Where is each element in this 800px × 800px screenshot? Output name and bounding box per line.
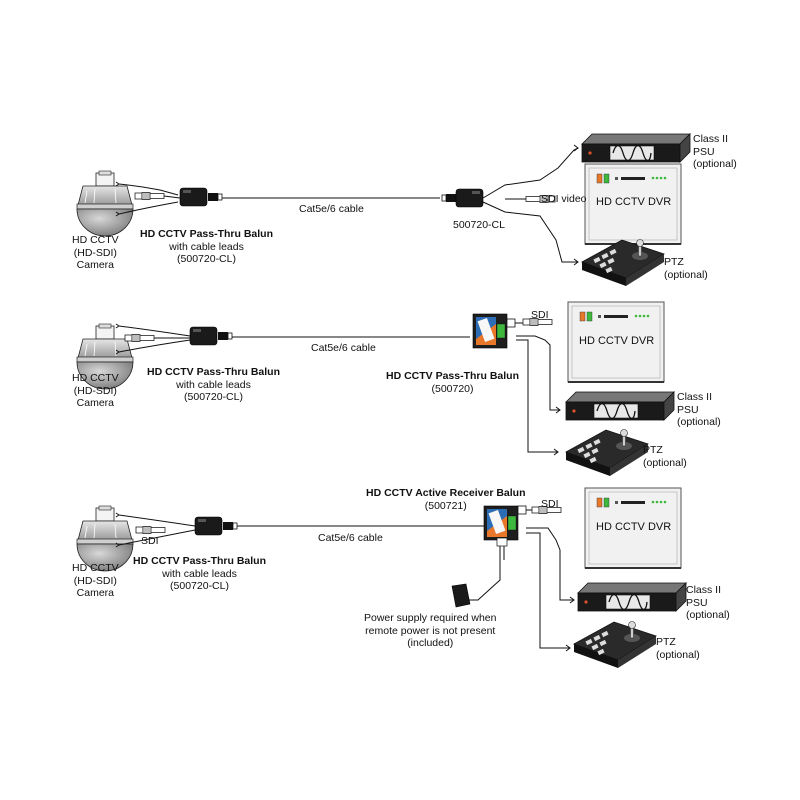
- psu-label-line: PSU: [686, 596, 708, 609]
- psu-icon: [577, 582, 687, 612]
- balun-label-line: HD CCTV Pass-Thru Balun: [147, 366, 281, 378]
- camera-label-line: (HD-SDI): [73, 574, 117, 587]
- ptz-label-line: (optional): [664, 268, 708, 281]
- balun-label: HD CCTV Pass-Thru Balun with cable leads…: [147, 366, 280, 404]
- camera-label-line: Camera: [76, 397, 115, 409]
- power-supply-icon: [451, 537, 508, 608]
- cable-label: Cat5e/6 cable: [311, 342, 376, 354]
- passthru-balun-icon: [189, 326, 218, 346]
- ptz-label: PTZ (optional): [664, 256, 708, 281]
- receiver-label: 500720-CL: [453, 219, 505, 231]
- ptz-label-line: (optional): [643, 456, 687, 469]
- balun-label: HD CCTV Pass-Thru Balun with cable leads…: [133, 555, 266, 593]
- psu-label: Class II PSU (optional): [693, 133, 737, 171]
- psu-label-line: Class II: [677, 391, 713, 403]
- receiver-label: HD CCTV Pass-Thru Balun (500720): [386, 370, 519, 395]
- dvr-label: HD CCTV DVR: [596, 196, 672, 208]
- camera-label-line: HD CCTV: [72, 234, 119, 246]
- ptz-label-line: (optional): [656, 648, 700, 661]
- psu-label: Class II PSU (optional): [686, 584, 730, 622]
- rj45-plug-icon: [441, 193, 457, 203]
- bnc-connector-icon: [135, 526, 166, 534]
- passthru-balun-icon: [179, 187, 208, 207]
- section-2: [76, 301, 675, 477]
- power-supply-label: Power supply required when remote power …: [364, 612, 497, 650]
- psu-icon: [581, 133, 691, 163]
- camera-label: HD CCTV (HD-SDI) Camera: [72, 562, 119, 600]
- balun-label-line: with cable leads: [162, 567, 237, 580]
- camera-label-line: (HD-SDI): [73, 246, 117, 259]
- balun-label-line: HD CCTV Pass-Thru Balun: [140, 228, 274, 240]
- ptz-keyboard-icon: [573, 621, 657, 669]
- rj45-plug-icon: [222, 521, 238, 531]
- bnc-connector-icon: [134, 192, 165, 200]
- rj45-plug-icon: [207, 192, 223, 202]
- psu-label-line: (optional): [686, 609, 730, 621]
- power-supply-label-line: (included): [407, 637, 454, 649]
- cable-label: Cat5e/6 cable: [299, 203, 364, 215]
- psu-label-line: PSU: [693, 145, 715, 158]
- psu-label-line: PSU: [677, 403, 699, 416]
- psu-label: Class II PSU (optional): [677, 391, 721, 429]
- camera-label-line: HD CCTV: [72, 372, 119, 384]
- section-1: [76, 133, 691, 287]
- dvr-label: HD CCTV DVR: [596, 521, 672, 533]
- ptz-label-line: PTZ: [643, 444, 663, 456]
- camera-label-line: (HD-SDI): [73, 384, 117, 397]
- camera-label: HD CCTV (HD-SDI) Camera: [72, 234, 119, 272]
- ptz-label: PTZ (optional): [643, 444, 687, 469]
- psu-label-line: Class II: [686, 584, 722, 596]
- receiver-label: HD CCTV Active Receiver Balun (500721): [366, 487, 526, 512]
- passthru-balun-icon: [194, 516, 223, 536]
- ptz-label-line: PTZ: [656, 636, 676, 648]
- dvr-label: HD CCTV DVR: [579, 335, 655, 347]
- cable-label: Cat5e/6 cable: [318, 532, 383, 544]
- camera-sdi-label: SDI: [141, 535, 159, 547]
- ptz-keyboard-icon: [565, 429, 649, 477]
- rj45-plug-icon: [217, 331, 233, 341]
- section-3: [76, 487, 687, 669]
- psu-icon: [565, 391, 675, 421]
- sdi-label: SDI: [531, 309, 549, 321]
- power-supply-label-line: remote power is not present: [365, 624, 496, 637]
- balun-label-line: with cable leads: [176, 378, 251, 391]
- psu-label-line: Class II: [693, 133, 729, 145]
- balun-label-line: HD CCTV Pass-Thru Balun: [133, 555, 267, 567]
- receiver-balun-icon: [472, 313, 508, 349]
- sdi-label: SDI: [541, 498, 559, 510]
- balun-label: HD CCTV Pass-Thru Balun with cable leads…: [140, 228, 273, 266]
- receiver-label-line: (500720): [431, 382, 474, 395]
- balun-label-line: (500720-CL): [170, 580, 229, 592]
- psu-label-line: (optional): [677, 416, 721, 428]
- camera-label-line: HD CCTV: [72, 562, 119, 574]
- ptz-keyboard-icon: [581, 239, 665, 287]
- receiver-label-line: HD CCTV Active Receiver Balun: [366, 487, 526, 499]
- sdi-label: SDI video: [541, 193, 587, 205]
- ptz-label-line: PTZ: [664, 256, 684, 268]
- ptz-label: PTZ (optional): [656, 636, 700, 661]
- balun-label-line: (500720-CL): [184, 391, 243, 403]
- camera-label-line: Camera: [76, 259, 115, 271]
- receiver-label-line: HD CCTV Pass-Thru Balun: [386, 370, 520, 382]
- psu-label-line: (optional): [693, 158, 737, 170]
- receiver-balun-icon: [455, 188, 484, 208]
- camera-label: HD CCTV (HD-SDI) Camera: [72, 372, 119, 410]
- bnc-connector-icon: [124, 334, 155, 342]
- power-supply-label-line: Power supply required when: [364, 612, 497, 624]
- receiver-label-line: (500721): [424, 499, 467, 512]
- dome-camera-icon: [76, 170, 134, 237]
- camera-label-line: Camera: [76, 587, 115, 599]
- balun-label-line: with cable leads: [169, 240, 244, 253]
- balun-label-line: (500720-CL): [177, 253, 236, 265]
